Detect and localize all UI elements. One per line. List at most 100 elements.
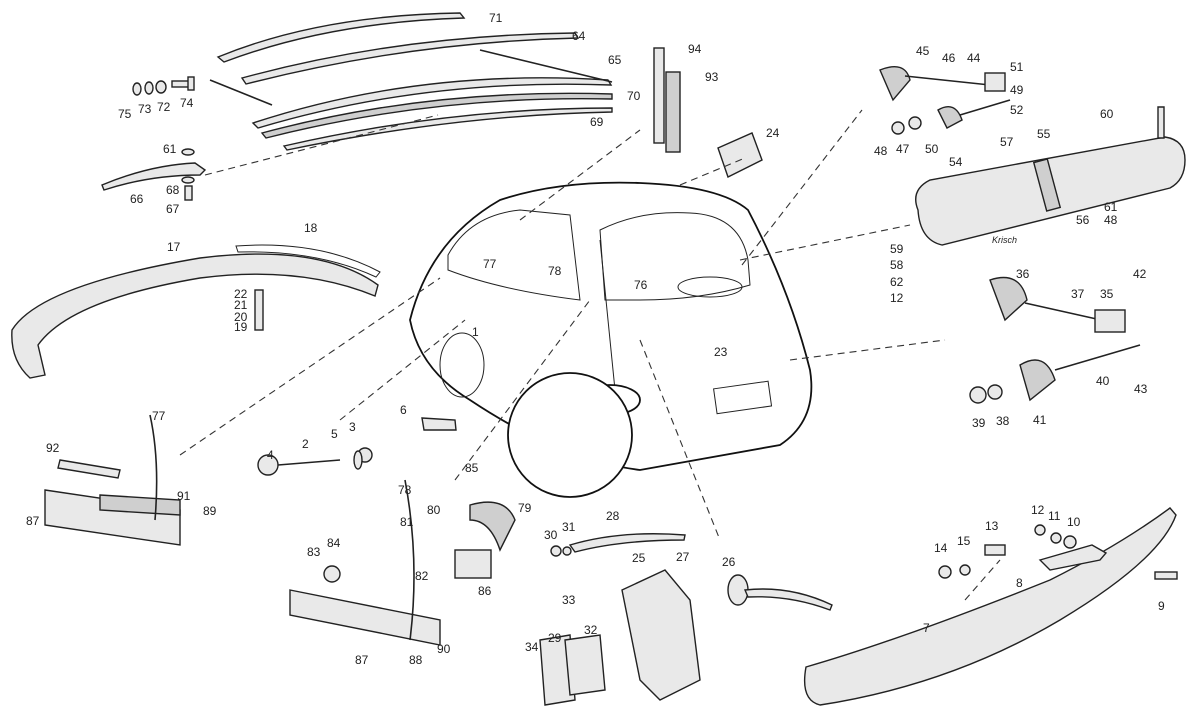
callout-94: 94 [688,42,702,56]
callout-59: 59 [890,242,904,256]
rear-bumper-7 [803,507,1178,706]
callout-70: 70 [627,89,641,103]
callout-66: 66 [130,192,144,206]
callout-24: 24 [766,126,780,140]
callout-39: 39 [972,416,986,430]
callout-88: 88 [409,653,423,667]
callout-7: 7 [923,621,930,635]
callout-58: 58 [890,258,904,272]
bumper-hardware [938,524,1077,579]
callout-75: 75 [118,107,132,121]
callout-26: 26 [722,555,736,569]
muffler-brand: Krisch [992,235,1018,245]
callout-46: 46 [942,51,956,65]
callout-83: 83 [307,545,321,559]
callout-74: 74 [180,96,194,110]
label-side-window-77: 77 [483,257,497,271]
callout-85: 85 [465,461,479,475]
callout-6: 6 [400,403,407,417]
callout-36: 36 [1016,267,1030,281]
leader-lines [179,109,1001,601]
callout-51: 51 [1010,60,1024,74]
callout-5: 5 [331,427,338,441]
callout-18: 18 [304,221,318,235]
label-front-door: 23 [714,345,728,359]
callout-9: 9 [1158,599,1165,613]
callout-14: 14 [934,541,948,555]
callout-48-muffler: 48 [1104,213,1118,227]
callout-15: 15 [957,534,971,548]
callout-11: 11 [1048,509,1061,523]
seal-24 [717,132,763,178]
callout-82: 82 [415,569,429,583]
callout-73: 73 [138,102,152,116]
callout-91: 91 [177,489,191,503]
front-bumper-17 [11,244,381,379]
callout-89: 89 [203,504,217,518]
callout-55: 55 [1037,127,1051,141]
callout-19: 19 [234,320,248,334]
callout-86: 86 [478,584,492,598]
callout-69: 69 [590,115,604,129]
callout-41: 41 [1033,413,1047,427]
callout-32: 32 [584,623,598,637]
callout-33: 33 [562,593,576,607]
label-side-window-78: 78 [548,264,562,278]
callout-87-left: 87 [26,514,40,528]
callout-90: 90 [437,642,451,656]
callout-77: 77 [152,409,166,423]
callout-57: 57 [1000,135,1014,149]
callout-50: 50 [925,142,939,156]
callout-45: 45 [916,44,930,58]
callout-92: 92 [46,441,60,455]
callout-61-muffler: 61 [1104,200,1118,214]
window-channel-right [257,447,516,646]
callout-31: 31 [562,520,576,534]
roof-trim-strips [209,12,613,151]
callout-42: 42 [1133,267,1147,281]
callout-71: 71 [489,11,503,25]
engine-mount-parts [879,66,1141,404]
muffler-55 [915,106,1186,246]
window-channel-left [44,414,181,546]
callout-84: 84 [327,536,341,550]
callout-44: 44 [967,51,981,65]
callout-37: 37 [1071,287,1085,301]
door-lock-group [539,533,833,706]
callout-21: 21 [234,298,248,312]
callout-3: 3 [349,420,356,434]
callout-30: 30 [544,528,558,542]
car-body [409,181,813,498]
callout-52: 52 [1010,103,1024,117]
callout-2: 2 [302,437,309,451]
callout-43: 43 [1134,382,1148,396]
callout-40: 40 [1096,374,1110,388]
callout-65: 65 [608,53,622,67]
callout-61: 61 [163,142,177,156]
callout-87-right: 87 [355,653,369,667]
callout-79: 79 [518,501,532,515]
callout-47: 47 [896,142,910,156]
callout-25: 25 [632,551,646,565]
callout-48: 48 [874,144,888,158]
callout-17: 17 [167,240,181,254]
callout-13: 13 [985,519,999,533]
hardware-74-75 [132,76,195,96]
callout-29: 29 [548,631,562,645]
label-windshield: 76 [634,278,648,292]
seal-profiles [653,47,681,153]
callout-54: 54 [949,155,963,169]
callout-68: 68 [166,183,180,197]
callout-56: 56 [1076,213,1090,227]
callout-22: 22 [234,287,248,301]
callout-62: 62 [890,275,904,289]
callout-81: 81 [400,515,414,529]
callout-20: 20 [234,310,248,324]
callout-12-bumper: 12 [1031,503,1045,517]
callout-34: 34 [525,640,539,654]
callout-93: 93 [705,70,719,84]
callout-72: 72 [157,100,171,114]
callout-38: 38 [996,414,1010,428]
